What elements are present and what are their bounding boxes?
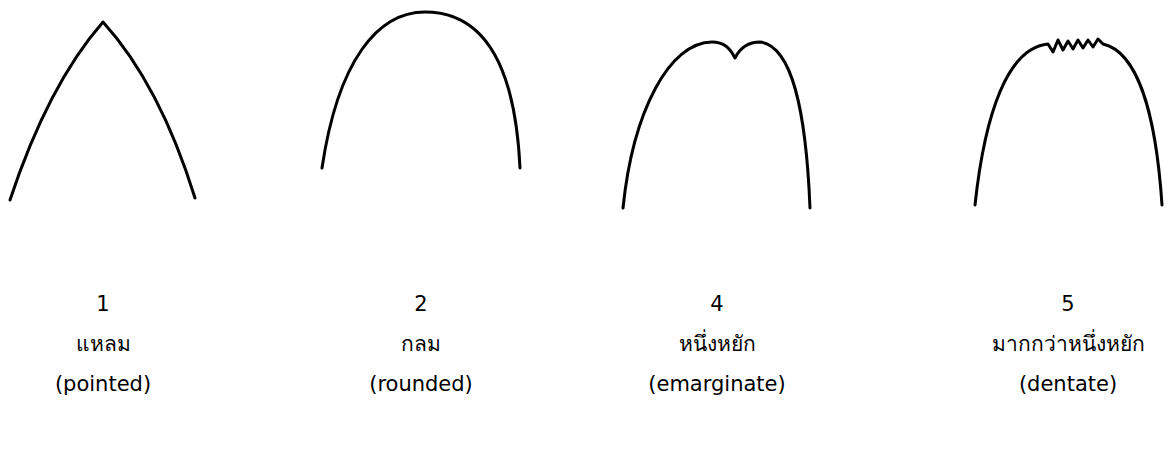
callout-number: 5: [1061, 291, 1074, 317]
callout-number: 1: [96, 291, 109, 317]
thai-label: หนึ่งหยัก: [679, 331, 756, 357]
callout-number: 2: [414, 291, 427, 317]
english-label: (pointed): [55, 371, 151, 397]
emarginate-outline: [623, 42, 810, 208]
callout-number: 4: [710, 291, 723, 317]
english-label: (emarginate): [648, 371, 785, 397]
english-label: (dentate): [1019, 371, 1117, 397]
thai-label: กลม: [401, 331, 441, 357]
thai-label: มากกว่าหนึ่งหยัก: [992, 331, 1145, 357]
pointed-outline: [10, 22, 195, 200]
thai-label: แหลม: [76, 331, 131, 357]
dentate-outline: [975, 39, 1162, 205]
rounded-outline: [322, 12, 520, 168]
english-label: (rounded): [369, 371, 473, 397]
